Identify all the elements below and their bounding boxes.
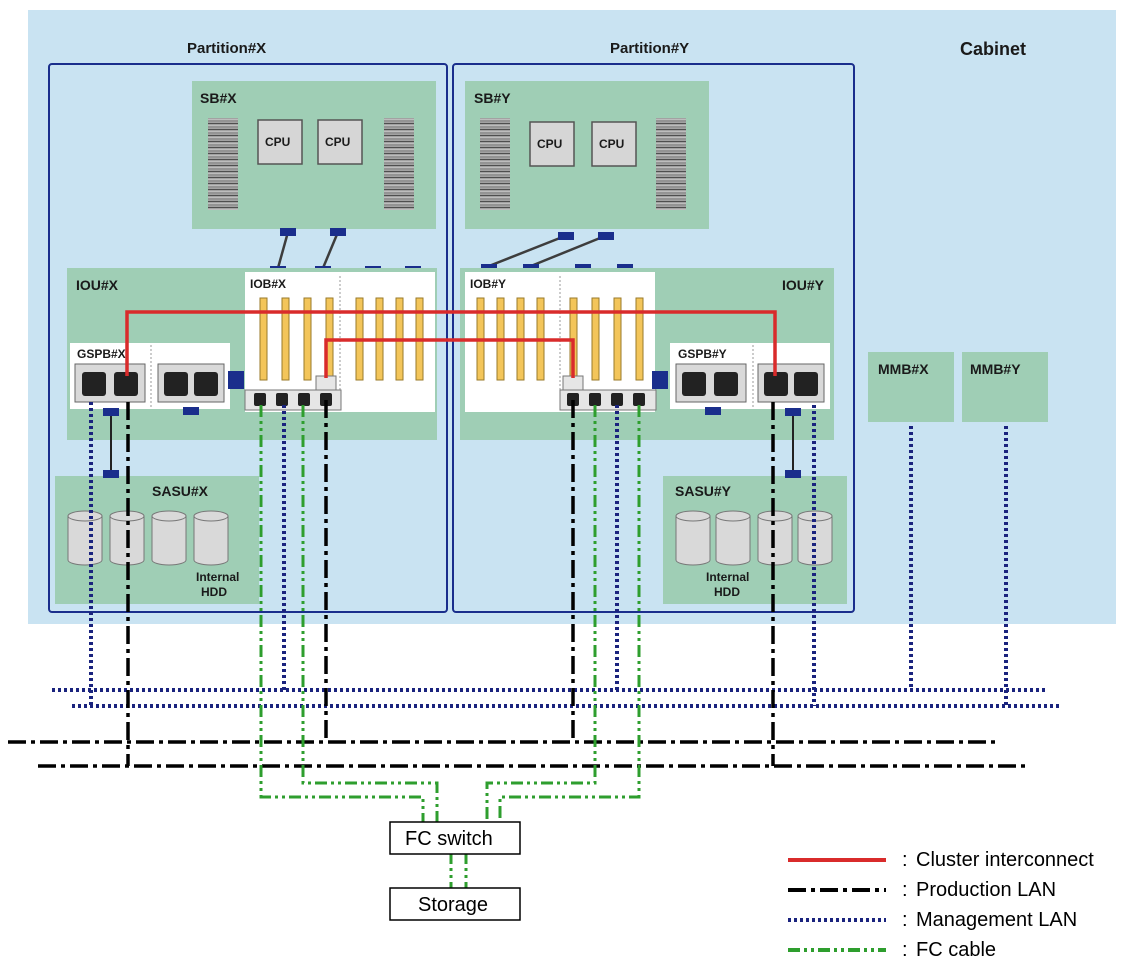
iob-y-port-panel (559, 389, 657, 411)
iou-y-label: IOU#Y (782, 277, 825, 293)
partition-x (48, 63, 448, 613)
legend-sep: : (902, 939, 908, 961)
legend-label-production: Production LAN (916, 879, 1056, 901)
hdd-label: Internal (706, 570, 749, 584)
iob-y-cluster-port (562, 375, 584, 391)
legend-sep: : (902, 879, 908, 901)
dimm-bank (656, 118, 686, 210)
mmb-y (962, 352, 1048, 422)
gspb-ports (74, 363, 225, 403)
cabinet-label: Cabinet (960, 39, 1026, 59)
iob-x-port-panel (244, 389, 342, 411)
dimm-bank (384, 118, 414, 210)
sb-y-label: SB#Y (474, 90, 511, 106)
fc-cables (259, 405, 641, 888)
hdd-label: Internal (196, 570, 239, 584)
port-icons (567, 393, 645, 406)
gspb-x-connector (183, 407, 199, 415)
cpu-label: CPU (599, 137, 624, 151)
cpu-label: CPU (265, 135, 290, 149)
gspb-y-connector (705, 407, 721, 415)
hdd-icons (675, 510, 833, 566)
mmb-x (868, 352, 954, 422)
gspb-y-label: GSPB#Y (678, 347, 727, 361)
dimm-bank (208, 118, 238, 210)
legend-label-management: Management LAN (916, 909, 1077, 931)
iou-x-label: IOU#X (76, 277, 119, 293)
partition-y-label: Partition#Y (610, 40, 689, 57)
iob-x-label: IOB#X (250, 277, 286, 291)
port-icons (254, 393, 332, 406)
cluster-interconnect (125, 310, 777, 378)
sasu-y-label: SASU#Y (675, 483, 732, 499)
storage (389, 887, 521, 921)
iob-x-cluster-port (315, 375, 337, 391)
sasu-x-connector (103, 470, 119, 478)
cpu-label: CPU (325, 135, 350, 149)
production-lan (8, 400, 1028, 768)
legend-label-cluster: Cluster interconnect (916, 849, 1094, 871)
sasu-x-label: SASU#X (152, 483, 209, 499)
management-lan (52, 402, 1062, 708)
cpu-chip (317, 119, 363, 165)
partition-y (452, 63, 855, 613)
cpu-chip (257, 119, 303, 165)
dimm-bank (480, 118, 510, 210)
hdd-label: HDD (714, 585, 740, 599)
fc-switch-label: FC switch (405, 828, 493, 850)
cpu-chip (591, 121, 637, 167)
legend: : : : : Cluster interconnect Production … (788, 849, 1094, 961)
gspb-ports (675, 363, 825, 403)
legend-sep: : (902, 849, 908, 871)
sb-x-label: SB#X (200, 90, 237, 106)
legend-label-fc: FC cable (916, 939, 996, 961)
cpu-label: CPU (537, 137, 562, 151)
gspb-x-label: GSPB#X (77, 347, 126, 361)
storage-label: Storage (418, 894, 488, 916)
mmb-x-label: MMB#X (878, 361, 929, 377)
iob-y-label: IOB#Y (470, 277, 506, 291)
partition-x-label: Partition#X (187, 40, 266, 57)
fc-switch (389, 821, 521, 855)
hdd-label: HDD (201, 585, 227, 599)
sb-iob-cables (276, 231, 606, 269)
gspb-x-connector (228, 371, 244, 389)
mmb-y-label: MMB#Y (970, 361, 1021, 377)
sasu-x-connector (103, 408, 119, 416)
legend-sep: : (902, 909, 908, 931)
gspb-y-connector (652, 371, 668, 389)
sasu-y-connector (785, 470, 801, 478)
cpu-chip (529, 121, 575, 167)
sasu-y-connector (785, 408, 801, 416)
